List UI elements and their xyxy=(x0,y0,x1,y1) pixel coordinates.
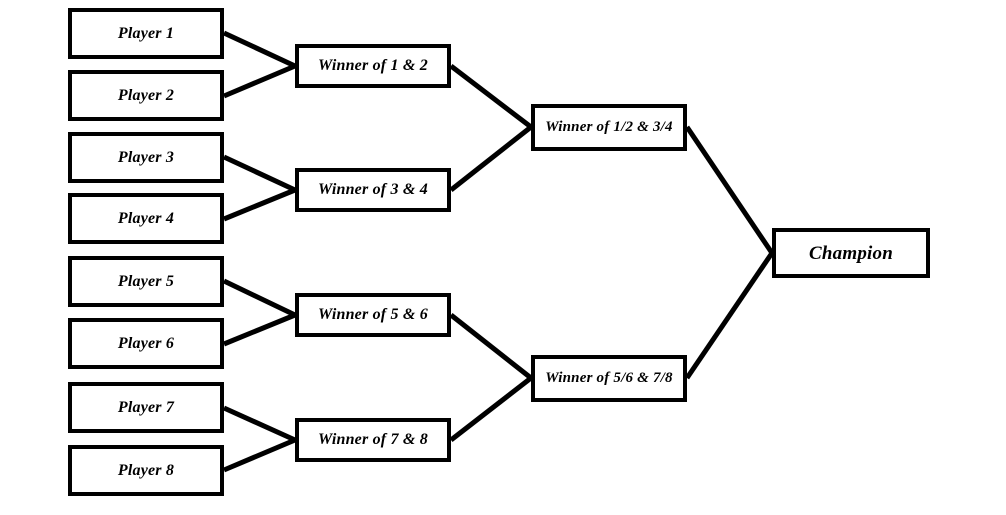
bracket-box-label: Winner of 7 & 8 xyxy=(318,431,428,448)
bracket-box-champion[interactable]: Champion xyxy=(772,228,930,278)
bracket-box-winner-56-78[interactable]: Winner of 5/6 & 7/8 xyxy=(531,355,687,402)
bracket-box-label: Player 8 xyxy=(117,461,175,479)
bracket-box-winner-12-34[interactable]: Winner of 1/2 & 3/4 xyxy=(531,104,687,151)
connector-line xyxy=(222,154,297,193)
bracket-box-player-3[interactable]: Player 3 xyxy=(68,132,224,183)
bracket-box-label: Player 1 xyxy=(117,24,175,42)
bracket-box-player-1[interactable]: Player 1 xyxy=(68,8,224,59)
connector-line xyxy=(222,30,297,69)
connector-line xyxy=(222,278,297,318)
connector-line xyxy=(222,405,297,443)
bracket-box-player-7[interactable]: Player 7 xyxy=(68,382,224,433)
connector-line xyxy=(449,64,533,129)
bracket-box-label: Winner of 5 & 6 xyxy=(318,306,428,323)
connector-line xyxy=(223,187,296,222)
bracket-box-label: Player 5 xyxy=(117,272,175,290)
bracket-box-label: Winner of 1/2 & 3/4 xyxy=(545,119,673,135)
bracket-box-winner-5-6[interactable]: Winner of 5 & 6 xyxy=(295,293,451,337)
bracket-box-label: Player 6 xyxy=(117,334,175,352)
connector-line xyxy=(449,125,533,192)
bracket-box-player-4[interactable]: Player 4 xyxy=(68,193,224,244)
connector-line xyxy=(684,251,775,380)
connector-line xyxy=(223,437,296,473)
bracket-box-winner-3-4[interactable]: Winner of 3 & 4 xyxy=(295,168,451,212)
bracket-box-label: Champion xyxy=(809,242,893,264)
bracket-box-label: Player 3 xyxy=(117,148,175,166)
bracket-box-player-8[interactable]: Player 8 xyxy=(68,445,224,496)
bracket-box-label: Player 7 xyxy=(117,398,175,416)
connector-line xyxy=(449,376,533,442)
bracket-box-label: Player 2 xyxy=(117,86,175,104)
bracket-box-player-5[interactable]: Player 5 xyxy=(68,256,224,307)
connector-line xyxy=(223,312,296,347)
connector-line xyxy=(684,125,775,255)
bracket-box-player-6[interactable]: Player 6 xyxy=(68,318,224,369)
bracket-box-winner-7-8[interactable]: Winner of 7 & 8 xyxy=(295,418,451,462)
connector-line xyxy=(449,313,533,380)
bracket-box-label: Player 4 xyxy=(117,209,175,227)
bracket-box-player-2[interactable]: Player 2 xyxy=(68,70,224,121)
bracket-box-label: Winner of 3 & 4 xyxy=(318,181,428,198)
connector-line xyxy=(223,63,296,99)
bracket-box-label: Winner of 1 & 2 xyxy=(318,57,428,74)
bracket-box-winner-1-2[interactable]: Winner of 1 & 2 xyxy=(295,44,451,88)
bracket-box-label: Winner of 5/6 & 7/8 xyxy=(545,370,673,386)
